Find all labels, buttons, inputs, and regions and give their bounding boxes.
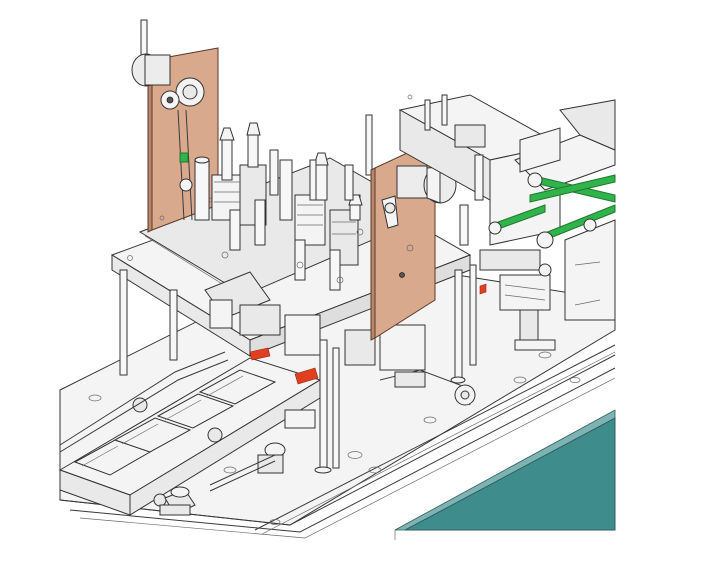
cylinder-ribs	[214, 181, 356, 235]
left-conveyor	[58, 351, 322, 516]
conveyor-trays	[73, 369, 277, 476]
red-markers	[249, 283, 487, 385]
cylinder-bank	[194, 122, 363, 291]
green-belt-conveyor	[488, 99, 616, 321]
green-belt-2	[529, 174, 616, 203]
left-green-fitting	[179, 152, 189, 163]
detail-bolts	[127, 94, 414, 284]
support-columns	[119, 264, 477, 474]
mounting-holes	[88, 351, 581, 525]
right-motor	[396, 165, 428, 199]
pick-mechanism	[204, 271, 487, 492]
